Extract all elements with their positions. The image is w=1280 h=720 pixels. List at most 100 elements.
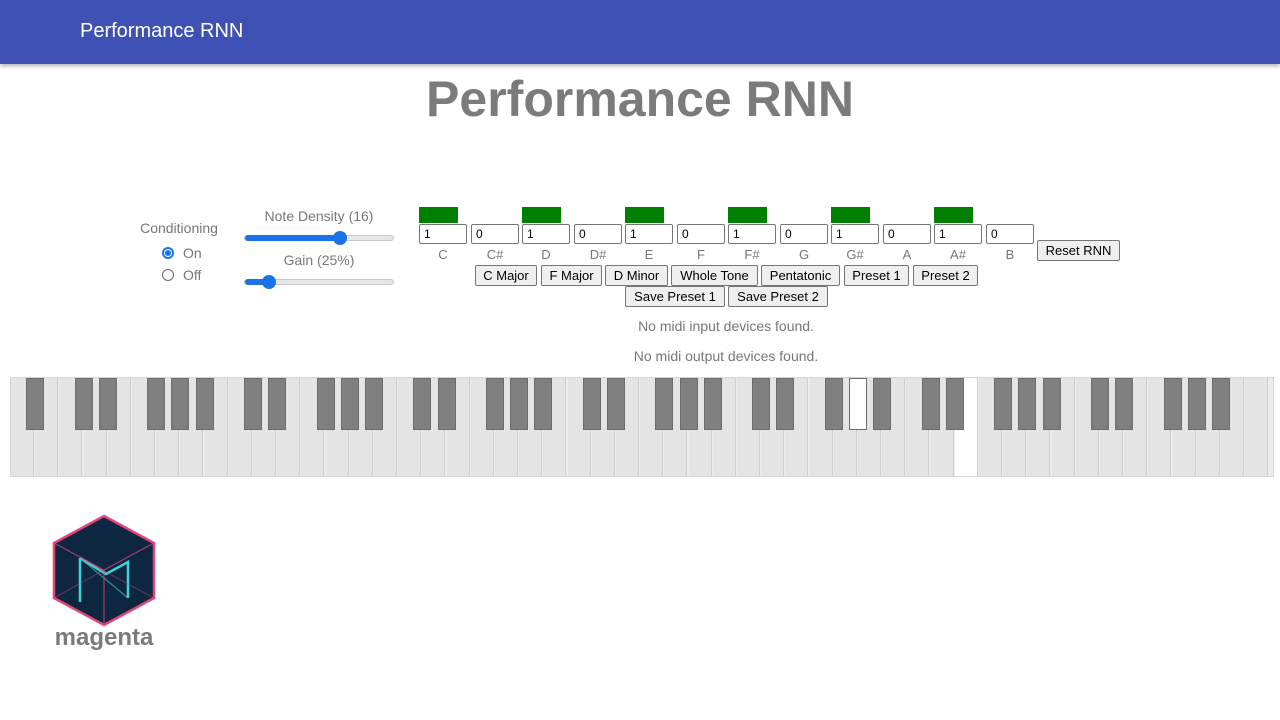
pitch-class-f: F [677, 207, 725, 262]
pitch-class-bar [625, 207, 664, 223]
midi-input-status: No midi input devices found. [638, 318, 814, 334]
piano-black-key[interactable] [244, 378, 262, 430]
pitch-class-bar [831, 207, 870, 223]
conditioning-off-label: Off [183, 267, 202, 283]
piano-black-key[interactable] [316, 378, 335, 430]
pitch-class-bar [780, 207, 819, 223]
preset-2-button[interactable]: Preset 2 [913, 265, 978, 286]
conditioning-group: Conditioning On Off [132, 220, 226, 286]
piano-black-key[interactable] [994, 378, 1013, 430]
midi-output-status: No midi output devices found. [633, 348, 819, 364]
pitch-class-label: C [438, 247, 448, 262]
pitch-class-bar [574, 207, 613, 223]
piano-black-key[interactable] [1115, 378, 1134, 430]
pitch-class-label: F [697, 247, 705, 262]
pentatonic-button[interactable]: Pentatonic [761, 265, 840, 286]
piano-black-key[interactable] [921, 378, 940, 430]
pitch-class-e: E [625, 207, 673, 262]
pitch-class-input-c-sharp[interactable] [471, 224, 519, 244]
gain-slider[interactable] [244, 275, 394, 289]
piano-black-key[interactable] [171, 378, 190, 430]
piano-black-key[interactable] [1212, 378, 1230, 430]
pitch-class-input-a-sharp[interactable] [934, 224, 982, 244]
pitch-class-c-sharp: C# [471, 207, 519, 262]
note-density-thumb[interactable] [332, 231, 347, 245]
gain-thumb[interactable] [261, 275, 276, 289]
pitch-class-input-a[interactable] [883, 224, 931, 244]
gain-control: Gain (25%) [244, 252, 394, 289]
conditioning-on-label: On [183, 245, 202, 261]
reset-rnn-button[interactable]: Reset RNN [1037, 240, 1120, 261]
save-preset-2-button[interactable]: Save Preset 2 [728, 286, 828, 307]
conditioning-off-option[interactable]: Off [132, 264, 226, 286]
pitch-class-label: D# [589, 247, 607, 262]
pitch-class-input-f-sharp[interactable] [728, 224, 776, 244]
pitch-class-input-c[interactable] [419, 224, 467, 244]
gain-label: Gain (25%) [283, 252, 355, 268]
piano-black-key[interactable] [74, 378, 93, 430]
piano-black-key[interactable] [1091, 378, 1109, 430]
conditioning-on-option[interactable]: On [132, 242, 226, 264]
whole-tone-button[interactable]: Whole Tone [671, 265, 758, 286]
piano-black-key[interactable] [486, 378, 504, 430]
magenta-logo-icon [52, 514, 156, 627]
piano-black-key[interactable] [510, 378, 529, 430]
pitch-class-label: A# [950, 247, 966, 262]
piano-black-key[interactable] [413, 378, 432, 430]
piano-black-key[interactable] [582, 378, 601, 430]
pitch-class-b: B [986, 207, 1034, 262]
f-major-button[interactable]: F Major [541, 265, 602, 286]
pitch-class-d: D [522, 207, 570, 262]
conditioning-on-radio[interactable] [162, 247, 174, 259]
gain-fill [245, 279, 269, 285]
piano-black-key[interactable] [752, 378, 771, 430]
pitch-class-input-d-sharp[interactable] [574, 224, 622, 244]
piano-white-key[interactable] [1245, 378, 1269, 476]
pitch-class-d-sharp: D# [574, 207, 622, 262]
pitch-class-input-d[interactable] [522, 224, 570, 244]
preset-1-button[interactable]: Preset 1 [844, 265, 909, 286]
pitch-class-input-g-sharp[interactable] [831, 224, 879, 244]
note-density-control: Note Density (16) [244, 208, 394, 245]
piano-black-key[interactable] [945, 378, 964, 430]
piano-black-key[interactable] [849, 378, 867, 430]
d-minor-button[interactable]: D Minor [605, 265, 668, 286]
note-density-slider[interactable] [244, 231, 394, 245]
piano-black-key[interactable] [26, 378, 45, 430]
piano-black-key[interactable] [655, 378, 674, 430]
piano-black-key[interactable] [824, 378, 843, 430]
pitch-class-input-f[interactable] [677, 224, 725, 244]
piano-black-key[interactable] [1163, 378, 1182, 430]
pitch-class-input-g[interactable] [780, 224, 828, 244]
app-bar: Performance RNN [0, 0, 1280, 64]
save-preset-1-button[interactable]: Save Preset 1 [625, 286, 725, 307]
pitch-class-label: G [798, 247, 810, 262]
pitch-class-bar [419, 207, 458, 223]
pitch-class-bar [986, 207, 1025, 223]
piano-black-key[interactable] [147, 378, 166, 430]
pitch-class-f-sharp: F# [728, 207, 776, 262]
piano-black-key[interactable] [679, 378, 698, 430]
piano-black-key[interactable] [873, 378, 892, 430]
piano-black-key[interactable] [98, 378, 117, 430]
piano-black-key[interactable] [340, 378, 359, 430]
pitch-class-label: F# [744, 247, 760, 262]
piano-black-key[interactable] [607, 378, 625, 430]
piano-black-key[interactable] [437, 378, 456, 430]
magenta-logo: magenta [44, 512, 170, 662]
pitch-class-label: B [1005, 247, 1015, 262]
piano-black-key[interactable] [534, 378, 553, 430]
c-major-button[interactable]: C Major [475, 265, 537, 286]
piano-black-key[interactable] [268, 378, 287, 430]
piano-black-key[interactable] [195, 378, 214, 430]
piano-black-key[interactable] [365, 378, 383, 430]
piano-black-key[interactable] [776, 378, 795, 430]
piano-keyboard[interactable] [10, 377, 1274, 477]
piano-black-key[interactable] [703, 378, 722, 430]
piano-black-key[interactable] [1018, 378, 1037, 430]
pitch-class-input-e[interactable] [625, 224, 673, 244]
piano-black-key[interactable] [1042, 378, 1061, 430]
pitch-class-input-b[interactable] [986, 224, 1034, 244]
piano-black-key[interactable] [1187, 378, 1206, 430]
conditioning-off-radio[interactable] [162, 269, 174, 281]
